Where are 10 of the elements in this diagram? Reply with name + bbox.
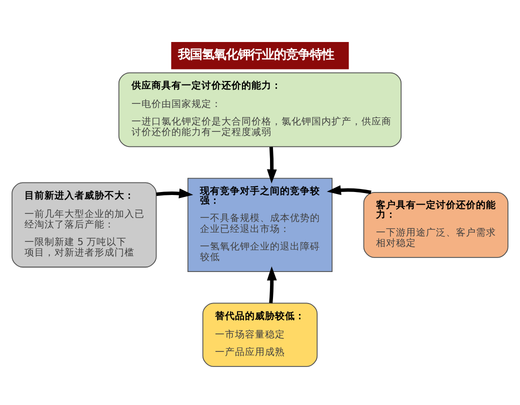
node-box: 供应商具有一定讨价还价的能力： 一电价由国家规定： 一进口氯化钾定价是大合同价格，氯化钾国内扩产，供应商讨价还价的能力有一定程度减弱	[118, 72, 402, 148]
node-box: 客户具有一定讨价还价的能力： 一下游用途广泛、客户需求相对稳定	[363, 192, 508, 258]
node-box: 替代品的威胁较低： 一市场容量稳定 一产品应用成熟	[202, 302, 318, 367]
arrow	[266, 266, 277, 304]
node-box: 现有竞争对手之间的竞争较强： 一不具备规模、成本优势的企业已经退出市场： 一氢氧化钾企业的退出障碍较低	[187, 178, 333, 272]
arrow	[266, 146, 277, 184]
arrow	[326, 185, 372, 196]
arrow	[156, 188, 194, 198]
diagram-title: 我国氢氧化钾行业的竞争特性	[178, 47, 334, 62]
node-box: 目前新进入者威胁不大： 一前几年大型企业的加入已经淘汰了落后产能： 一限制新建 5 万吨以下项目，对新进者形成门槛	[12, 182, 157, 268]
